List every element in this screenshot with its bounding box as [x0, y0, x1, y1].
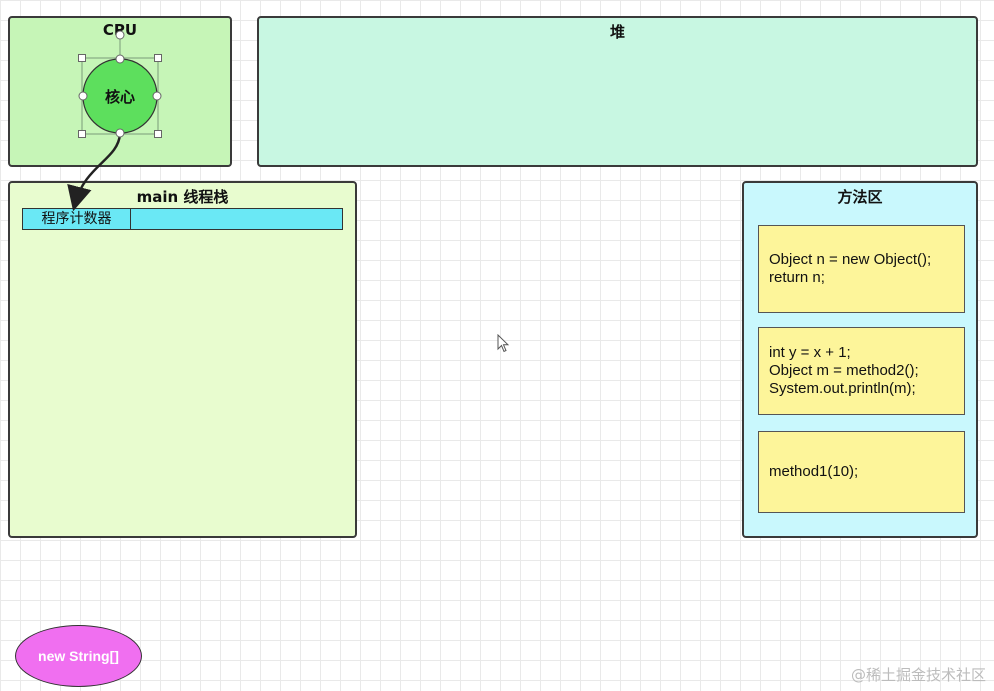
program-counter-label: 程序计数器: [23, 209, 131, 229]
method-code-block[interactable]: Object n = new Object(); return n;: [758, 225, 965, 313]
main-thread-stack-box[interactable]: main 线程栈 程序计数器: [8, 181, 357, 538]
mouse-cursor-icon: [497, 334, 510, 353]
code-line: int y = x + 1;: [769, 344, 851, 361]
new-string-array-ellipse[interactable]: new String[]: [15, 625, 142, 687]
stack-title: main 线程栈: [136, 188, 229, 206]
heap-title: 堆: [609, 23, 625, 41]
method-area-box[interactable]: 方法区 Object n = new Object(); return n; i…: [742, 181, 978, 538]
new-string-label: new String[]: [38, 648, 119, 664]
code-line: Object m = method2();: [769, 362, 919, 379]
resize-handle[interactable]: [78, 130, 86, 138]
core-label: 核心: [104, 88, 135, 106]
heap-box[interactable]: 堆: [257, 16, 978, 167]
connection-point[interactable]: [115, 54, 125, 64]
code-line: Object n = new Object();: [769, 251, 932, 268]
resize-handle[interactable]: [78, 54, 86, 62]
code-line: return n;: [769, 269, 825, 286]
method-area-title: 方法区: [837, 188, 883, 206]
program-counter-row[interactable]: 程序计数器: [22, 208, 343, 230]
resize-handle[interactable]: [154, 54, 162, 62]
code-line: method1(10);: [769, 463, 859, 480]
connection-point[interactable]: [78, 91, 88, 101]
cpu-title: CPU: [102, 21, 138, 39]
connection-point[interactable]: [152, 91, 162, 101]
code-line: System.out.println(m);: [769, 380, 916, 397]
method-code-block[interactable]: method1(10);: [758, 431, 965, 513]
resize-handle[interactable]: [154, 130, 162, 138]
connection-point[interactable]: [115, 128, 125, 138]
method-code-block[interactable]: int y = x + 1; Object m = method2(); Sys…: [758, 327, 965, 415]
watermark: @稀土掘金技术社区: [850, 666, 986, 684]
pc-connector-arrow[interactable]: [67, 133, 122, 212]
rotate-handle[interactable]: [115, 30, 125, 40]
